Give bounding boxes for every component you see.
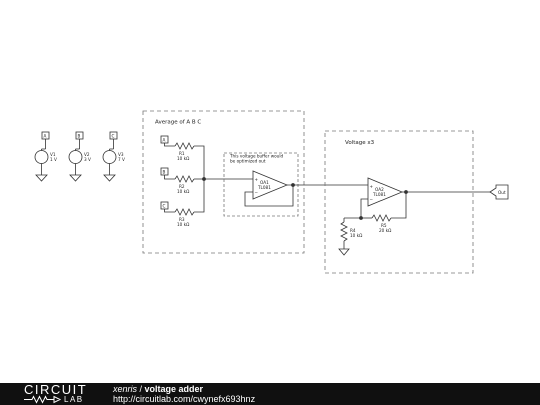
junction-dot [359, 216, 363, 220]
input-tag-c-label: C [163, 204, 166, 209]
circuitlab-logo[interactable]: CIRCUIT LAB [24, 382, 96, 404]
gain-block-title: Voltage x3 [345, 140, 375, 146]
source-v1-value: 1 V [50, 157, 57, 162]
output-label: Out [498, 190, 506, 195]
output-tag[interactable] [489, 184, 509, 200]
oa2-minus-sign: − [370, 197, 374, 202]
footer-bar: CIRCUIT LAB xenris / voltage adder http:… [0, 383, 540, 405]
resistor-r4[interactable] [340, 221, 348, 242]
average-block-frame [142, 110, 305, 254]
r5-name: R5 [381, 223, 387, 228]
buffer-frame [223, 152, 299, 217]
source-v2-value: 3 V [84, 157, 91, 162]
voltage-source-symbol [68, 150, 83, 164]
logo-top-text: CIRCUIT [24, 382, 88, 397]
source-v2-tag-label: B [78, 134, 81, 139]
project-url[interactable]: http://circuitlab.com/cwynefx693hnz [113, 394, 256, 404]
voltage-source-symbol [34, 150, 49, 164]
author-name[interactable]: xenris [113, 384, 138, 394]
r2-value: 10 kΩ [177, 189, 190, 194]
logo-bottom-text: LAB [64, 395, 84, 404]
resistor-logo-icon [24, 395, 62, 404]
oa2-name: OA2 [375, 187, 384, 192]
source-v1-name: V1 [50, 152, 56, 157]
source-v2-name: V2 [84, 152, 90, 157]
opamp-oa2[interactable] [367, 177, 404, 207]
input-tag-b-label: B [163, 170, 166, 175]
source-v2[interactable] [68, 131, 84, 182]
oa2-plus-sign: + [370, 184, 374, 189]
oa1-name: OA1 [260, 180, 269, 185]
average-block-title: Average of A B C [155, 120, 201, 126]
r1-name: R1 [179, 151, 185, 156]
source-v3-value: 7 V [118, 157, 125, 162]
r3-value: 10 kΩ [177, 222, 190, 227]
r3-name: R3 [179, 217, 185, 222]
logo-bottom: LAB [24, 395, 96, 404]
oa2-part: TL081 [372, 192, 386, 197]
ground-symbol [69, 174, 82, 182]
project-title: xenris / voltage adder [113, 384, 203, 395]
source-v1-tag-label: A [44, 134, 47, 139]
schematic-canvas: A V1 1 V B V2 3 V C V3 7 V A B C R1 10 k… [34, 110, 509, 274]
resistor-r2[interactable] [174, 175, 195, 183]
r5-value: 20 kΩ [379, 228, 392, 233]
source-v3-name: V3 [118, 152, 124, 157]
oa1-plus-sign: + [255, 177, 259, 182]
oa1-part: TL081 [257, 185, 271, 190]
oa1-minus-sign: − [255, 190, 259, 195]
title-separator: / [137, 384, 145, 394]
source-v1[interactable] [34, 131, 50, 182]
buffer-note-line1: This voltage buffer would [229, 154, 283, 159]
source-v3[interactable] [102, 131, 118, 182]
source-v3-tag-label: C [112, 134, 115, 139]
r4-value: 10 kΩ [350, 233, 363, 238]
ground-symbol [338, 248, 350, 256]
input-tag-a-label: A [163, 138, 166, 143]
resistor-r3[interactable] [174, 208, 195, 216]
opamp-oa1[interactable] [252, 170, 289, 200]
resistor-r1[interactable] [174, 142, 195, 150]
r2-name: R2 [179, 184, 185, 189]
r4-name: R4 [350, 228, 356, 233]
buffer-note-line2: be optimized out [230, 159, 266, 164]
voltage-source-symbol [102, 150, 117, 164]
gain-block-frame [324, 130, 474, 274]
ground-symbol [103, 174, 116, 182]
ground-symbol [35, 174, 48, 182]
project-name[interactable]: voltage adder [144, 384, 204, 394]
r1-value: 10 kΩ [177, 156, 190, 161]
resistor-r5[interactable] [371, 214, 392, 222]
